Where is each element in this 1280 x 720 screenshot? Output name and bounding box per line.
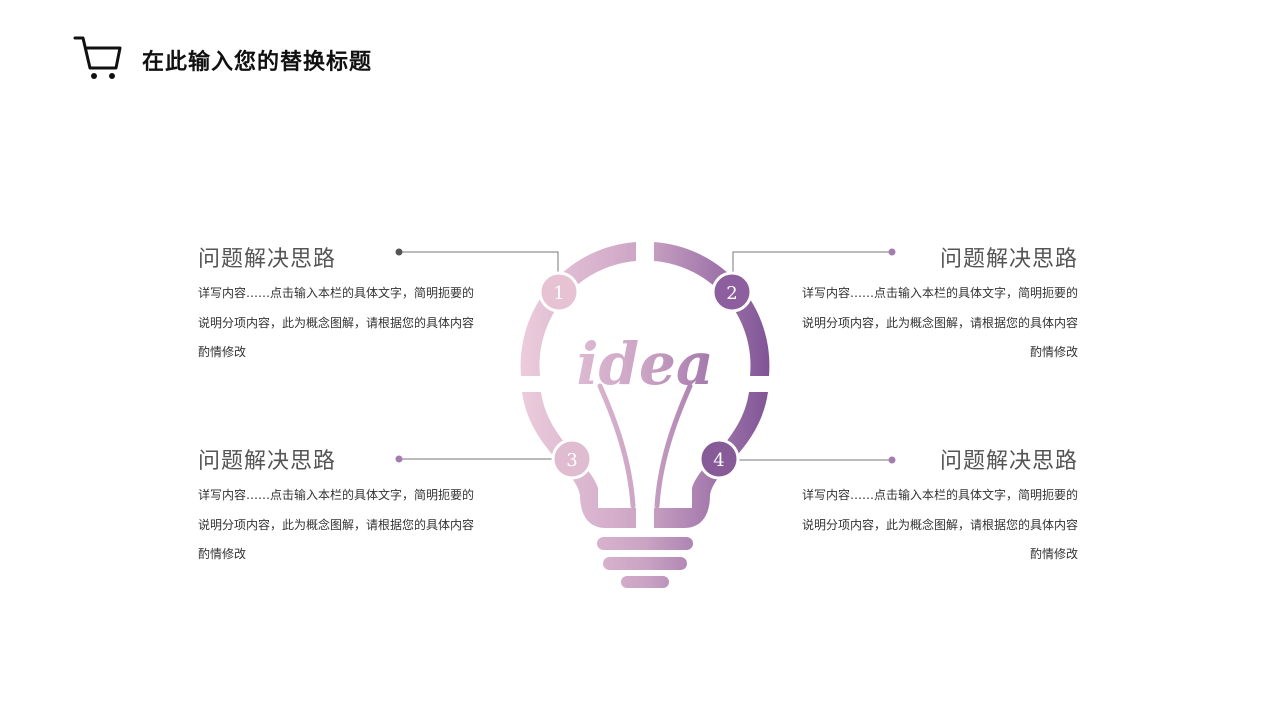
item-description: 详写内容……点击输入本栏的具体文字，简明扼要的说明分项内容，此为概念图解，请根据… (198, 488, 475, 561)
number-badge-1: 1 (538, 271, 580, 313)
svg-text:4: 4 (713, 450, 724, 471)
item-block-2: 问题解决思路 详写内容……点击输入本栏的具体文字，简明扼要的说明分项内容，此为概… (796, 247, 1078, 368)
item-description: 详写内容……点击输入本栏的具体文字，简明扼要的说明分项内容，此为概念图解，请根据… (801, 286, 1078, 359)
number-badge-4: 4 (698, 438, 740, 480)
shopping-cart-icon (73, 36, 122, 79)
idea-word: idea (576, 330, 713, 398)
item-block-4: 问题解决思路 详写内容……点击输入本栏的具体文字，简明扼要的说明分项内容，此为概… (796, 449, 1078, 570)
number-badge-2: 2 (711, 271, 753, 313)
connector-dots (395, 248, 896, 464)
connector-lines (399, 251, 892, 461)
item-description: 详写内容……点击输入本栏的具体文字，简明扼要的说明分项内容，此为概念图解，请根据… (198, 286, 475, 359)
item-title: 问题解决思路 (198, 449, 337, 474)
number-badge-3: 3 (551, 438, 593, 480)
svg-text:3: 3 (566, 450, 577, 471)
item-description: 详写内容……点击输入本栏的具体文字，简明扼要的说明分项内容，此为概念图解，请根据… (801, 488, 1078, 561)
item-block-1: 问题解决思路 详写内容……点击输入本栏的具体文字，简明扼要的说明分项内容，此为概… (198, 247, 480, 368)
page-title: 在此输入您的替换标题 (142, 50, 373, 75)
item-title: 问题解决思路 (939, 449, 1078, 474)
svg-text:2: 2 (726, 283, 737, 304)
item-title: 问题解决思路 (198, 247, 337, 272)
bulb-base (597, 537, 693, 588)
svg-text:1: 1 (553, 283, 564, 304)
bulb-filament (597, 383, 693, 509)
item-title: 问题解决思路 (939, 247, 1078, 272)
item-block-3: 问题解决思路 详写内容……点击输入本栏的具体文字，简明扼要的说明分项内容，此为概… (198, 449, 480, 570)
